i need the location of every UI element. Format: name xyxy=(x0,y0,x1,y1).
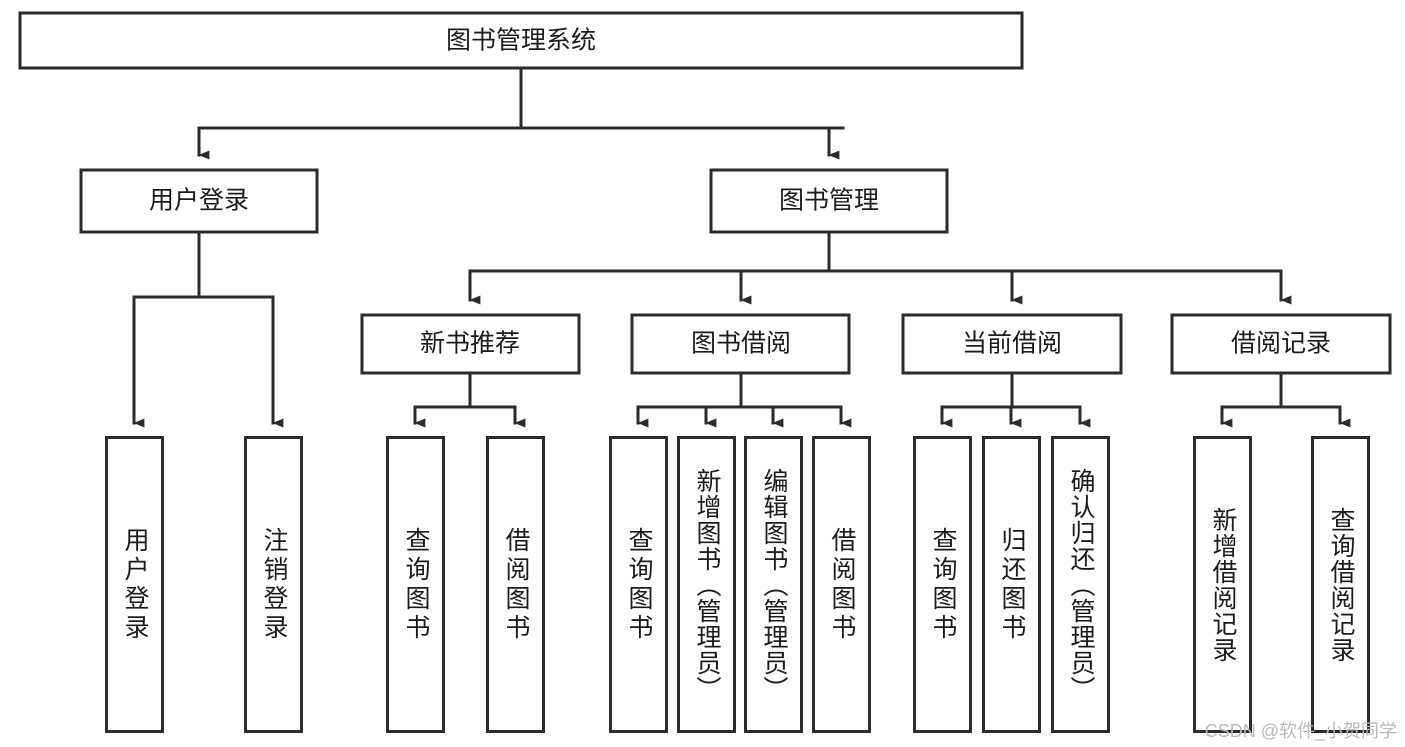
leaf-label: 归还图书 xyxy=(998,526,1026,643)
node-book-borrow-label: 图书借阅 xyxy=(691,330,791,358)
leaf-label: 新增图书（管理员） xyxy=(693,467,721,702)
leaf-current-borrow-2[interactable]: 归还图书 xyxy=(982,436,1041,733)
leaf-borrow-record-1[interactable]: 新增借阅记录 xyxy=(1193,436,1252,733)
node-root-label: 图书管理系统 xyxy=(446,27,596,55)
edges-user-login-to-leaves xyxy=(132,230,284,428)
node-new-book-recommend[interactable]: 新书推荐 xyxy=(360,313,581,375)
leaf-label: 借阅图书 xyxy=(502,526,530,643)
leaf-label: 新增借阅记录 xyxy=(1209,506,1237,663)
node-user-login[interactable]: 用户登录 xyxy=(79,168,319,234)
leaf-label: 借阅图书 xyxy=(828,526,856,643)
leaf-current-borrow-1[interactable]: 查询图书 xyxy=(913,436,972,733)
leaf-label: 用户登录 xyxy=(121,526,149,643)
node-borrow-record[interactable]: 借阅记录 xyxy=(1170,313,1392,375)
leaf-current-borrow-3[interactable]: 确认归还（管理员） xyxy=(1051,436,1110,733)
leaf-label: 注销登录 xyxy=(260,526,288,643)
node-book-borrow-box[interactable] xyxy=(630,313,851,375)
edges-borrow-record-to-leaves xyxy=(1220,371,1351,428)
node-borrow-record-label: 借阅记录 xyxy=(1231,330,1331,358)
leaf-new-book-1[interactable]: 查询图书 xyxy=(386,436,445,733)
leaf-book-borrow-2[interactable]: 新增图书（管理员） xyxy=(677,436,736,733)
node-root-box[interactable] xyxy=(18,11,1024,70)
node-new-book-recommend-label: 新书推荐 xyxy=(420,330,520,358)
leaf-label: 查询图书 xyxy=(929,526,957,643)
edges-new-book-to-leaves xyxy=(413,371,526,428)
leaf-label: 确认归还（管理员） xyxy=(1067,467,1095,702)
leaf-label: 查询借阅记录 xyxy=(1327,506,1355,663)
edges-current-borrow-to-leaves xyxy=(940,371,1091,428)
node-user-login-box[interactable] xyxy=(79,168,319,234)
leaf-book-borrow-1[interactable]: 查询图书 xyxy=(609,436,668,733)
leaf-label: 编辑图书（管理员） xyxy=(760,467,788,702)
leaf-borrow-record-2[interactable]: 查询借阅记录 xyxy=(1311,436,1370,733)
node-book-borrow[interactable]: 图书借阅 xyxy=(630,313,851,375)
leaf-book-borrow-3[interactable]: 编辑图书（管理员） xyxy=(744,436,803,733)
node-book-manage[interactable]: 图书管理 xyxy=(709,168,949,234)
leaf-user-login-2[interactable]: 注销登录 xyxy=(244,436,303,733)
node-root[interactable]: 图书管理系统 xyxy=(18,11,1024,70)
node-current-borrow[interactable]: 当前借阅 xyxy=(901,313,1123,375)
edges-book-manage-to-level3 xyxy=(468,230,1292,305)
leaf-user-login-1[interactable]: 用户登录 xyxy=(105,436,164,733)
node-user-login-label: 用户登录 xyxy=(149,187,249,215)
leaf-new-book-2[interactable]: 借阅图书 xyxy=(486,436,545,733)
node-current-borrow-label: 当前借阅 xyxy=(962,330,1062,358)
node-new-book-recommend-box[interactable] xyxy=(360,313,581,375)
node-current-borrow-box[interactable] xyxy=(901,313,1123,375)
leaf-label: 查询图书 xyxy=(625,526,653,643)
node-book-manage-label: 图书管理 xyxy=(779,187,879,215)
node-borrow-record-box[interactable] xyxy=(1170,313,1392,375)
edges-root-to-level2 xyxy=(197,66,845,160)
leaf-book-borrow-4[interactable]: 借阅图书 xyxy=(812,436,871,733)
leaf-label: 查询图书 xyxy=(402,526,430,643)
edges-book-borrow-to-leaves xyxy=(636,371,852,428)
